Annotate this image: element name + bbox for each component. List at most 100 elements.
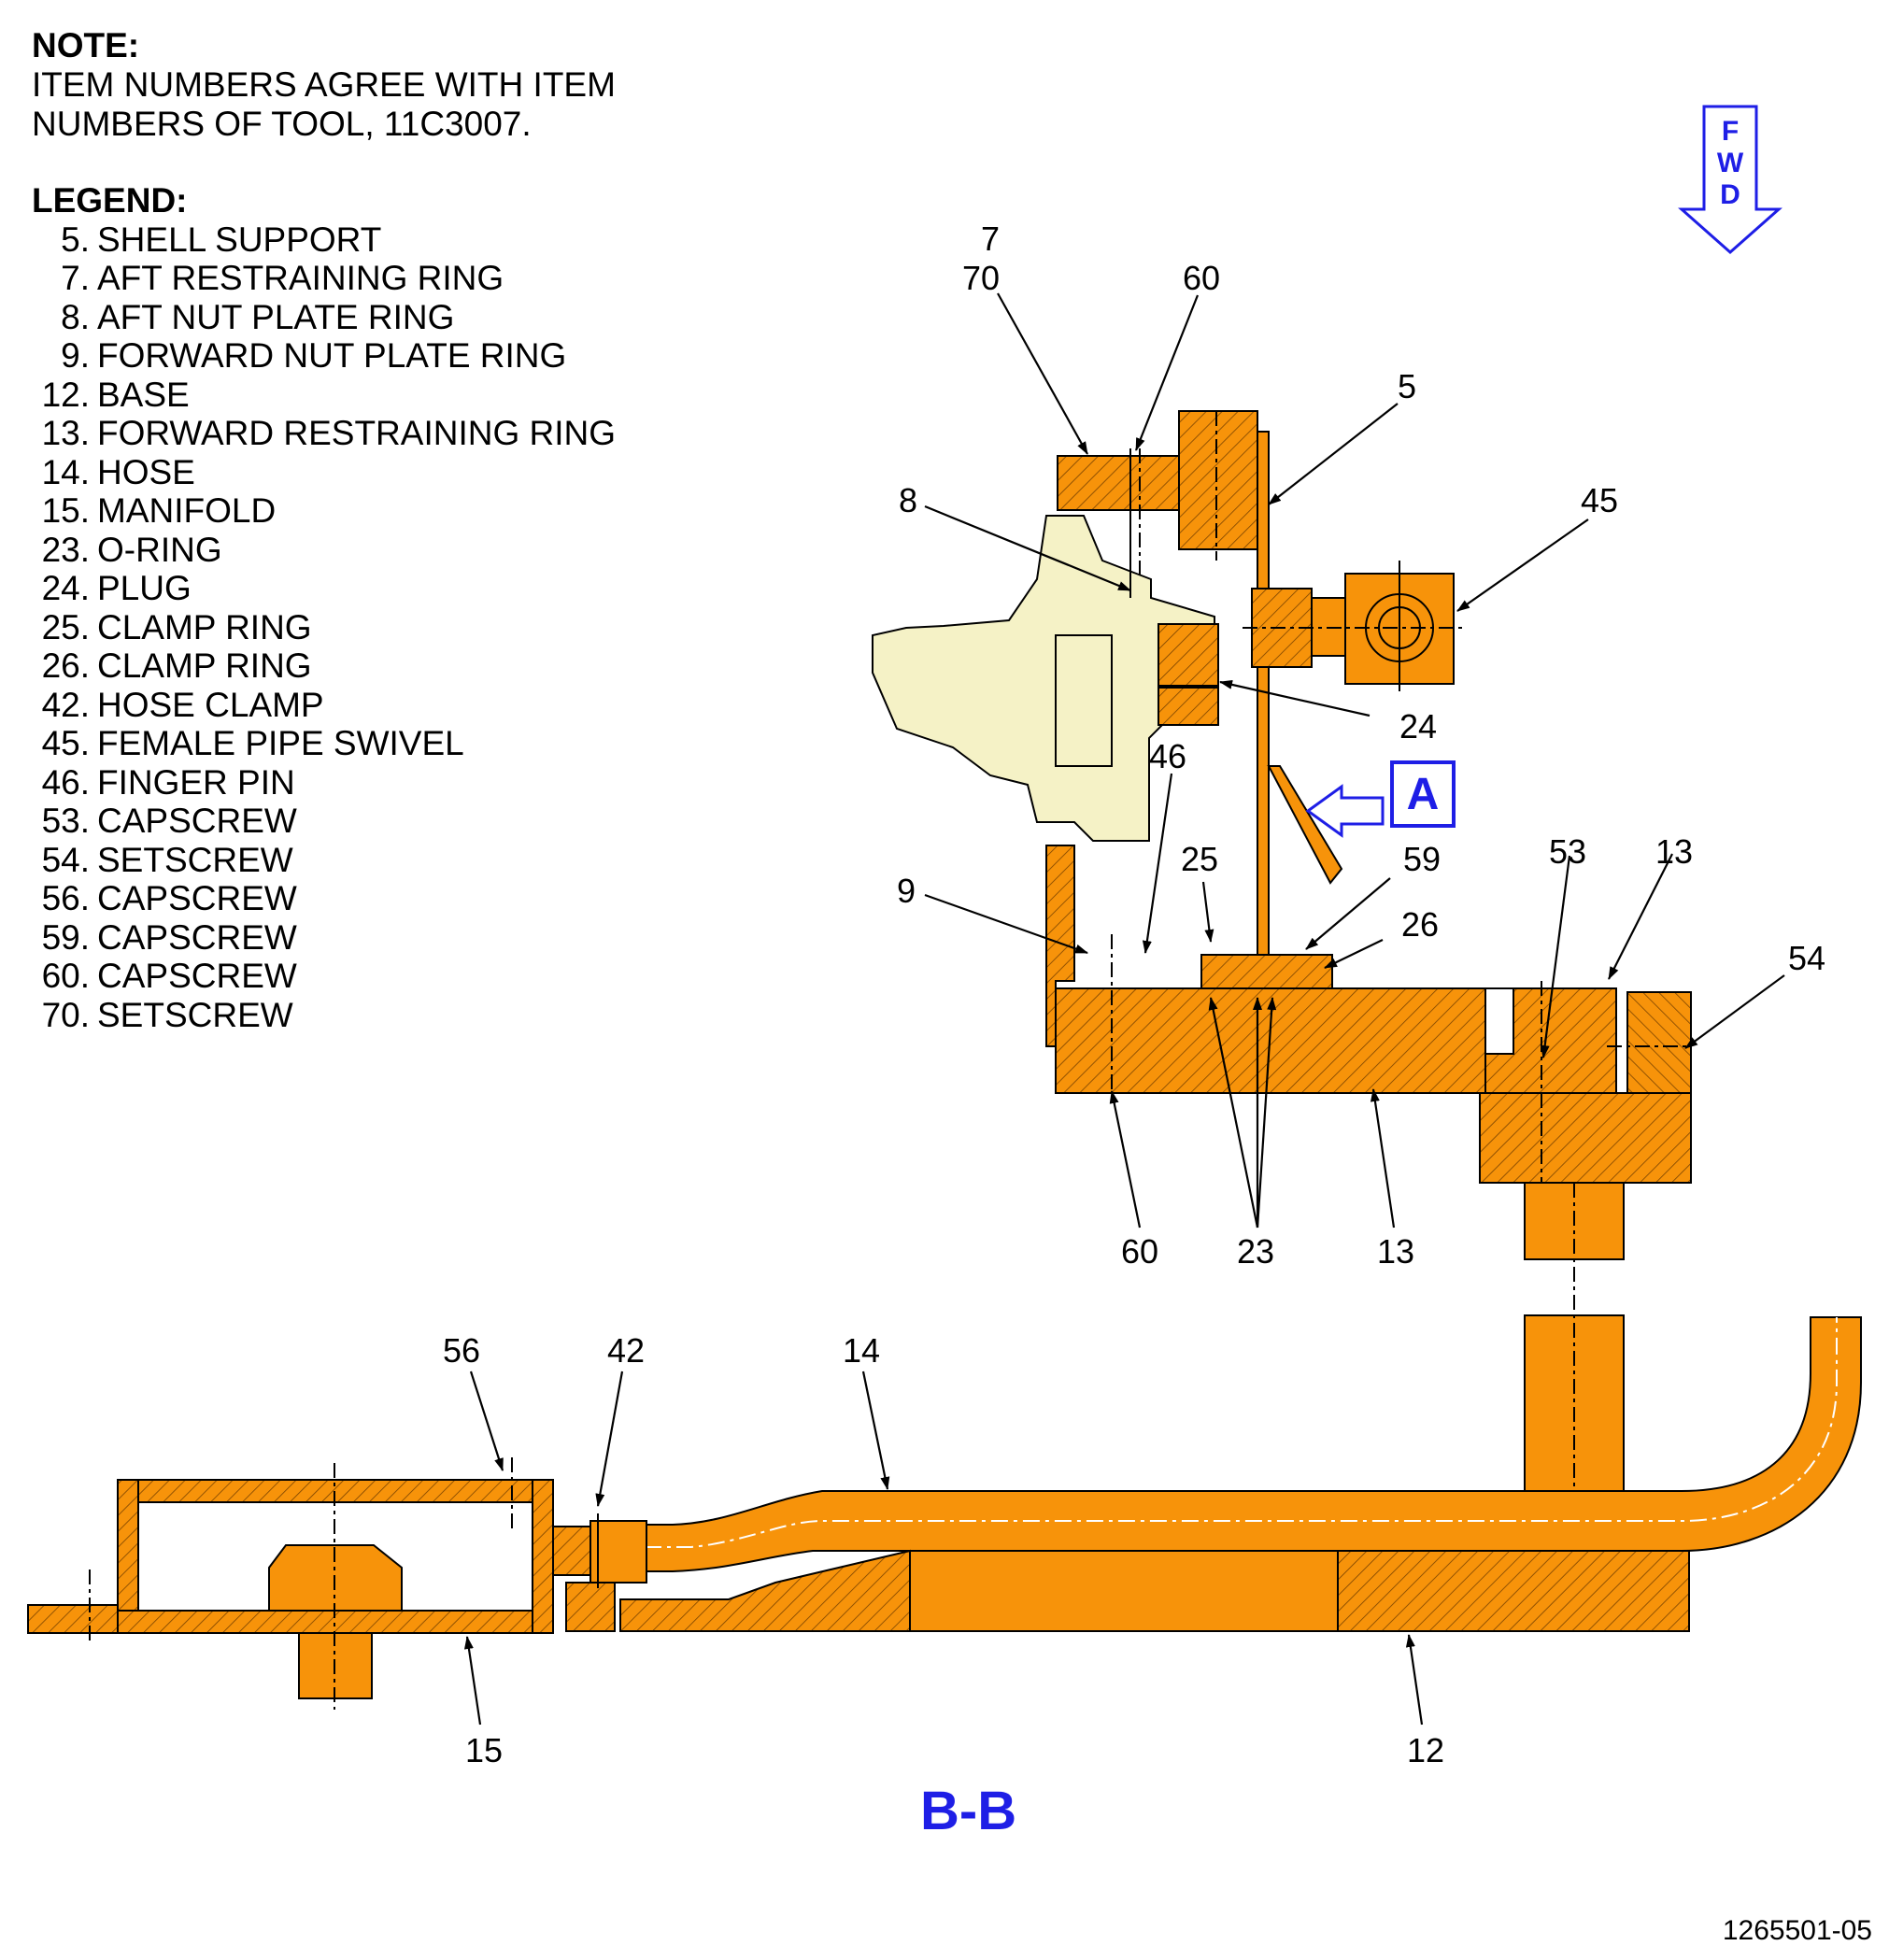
legend-item-number: 26. — [41, 646, 90, 685]
legend-item: 14.HOSE — [32, 453, 616, 492]
legend-item-text: SHELL SUPPORT — [97, 220, 382, 259]
legend-item-text: HOSE CLAMP — [97, 685, 324, 724]
legend-item: 7.AFT RESTRAINING RING — [32, 259, 616, 298]
legend-item-text: AFT RESTRAINING RING — [97, 259, 504, 297]
legend-item-text: O-RING — [97, 530, 222, 569]
drawing-number: 1265501-05 — [1722, 1915, 1872, 1946]
fwd-letter-w: W — [1717, 148, 1744, 178]
legend-item-number: 46. — [41, 762, 90, 802]
legend-item: 60.CAPSCREW — [32, 957, 616, 996]
callout-8: 8 — [899, 481, 917, 519]
callout-70: 70 — [962, 259, 1000, 297]
legend-item-text: FORWARD NUT PLATE RING — [97, 336, 567, 375]
legend-title: LEGEND: — [32, 181, 188, 220]
legend-item-number: 14. — [41, 452, 90, 491]
engine-casing — [872, 448, 1219, 1047]
legend-item-number: 70. — [41, 995, 90, 1034]
legend-item-number: 59. — [41, 917, 90, 957]
legend-item-text: FEMALE PIPE SWIVEL — [97, 724, 464, 762]
callout-12: 12 — [1407, 1731, 1444, 1769]
callout-45: 45 — [1581, 481, 1618, 519]
manifold — [27, 1457, 647, 1710]
legend-item-number: 23. — [41, 530, 90, 569]
fwd-letter-d: D — [1720, 179, 1740, 210]
legend-item-number: 24. — [41, 569, 90, 607]
legend-item-number: 25. — [41, 607, 90, 646]
legend-item: 15.MANIFOLD — [32, 491, 616, 531]
legend-item: 8.AFT NUT PLATE RING — [32, 298, 616, 337]
view-a-marker: A — [1305, 760, 1456, 838]
legend-item: 26.CLAMP RING — [32, 646, 616, 686]
callout-42: 42 — [607, 1331, 645, 1370]
legend-item-number: 13. — [41, 414, 90, 452]
note-line-1: ITEM NUMBERS AGREE WITH ITEM — [32, 65, 616, 104]
legend-item-number: 56. — [41, 879, 90, 917]
legend-item-number: 9. — [61, 336, 90, 375]
legend-item-number: 45. — [41, 724, 90, 762]
legend-item: 25.CLAMP RING — [32, 608, 616, 647]
callout-56: 56 — [443, 1331, 480, 1370]
vertical-pipe — [1524, 1182, 1625, 1579]
fwd-letter-f: F — [1722, 116, 1739, 147]
legend-item-text: AFT NUT PLATE RING — [97, 297, 455, 336]
leader-lines — [463, 292, 1785, 1726]
callout-9: 9 — [897, 872, 916, 910]
callout-24: 24 — [1399, 707, 1437, 746]
legend-item-text: CLAMP RING — [97, 607, 312, 646]
callout-60-top: 60 — [1183, 259, 1220, 297]
legend-item: 70.SETSCREW — [32, 996, 616, 1035]
callout-46: 46 — [1149, 737, 1186, 775]
callout-13-top: 13 — [1655, 832, 1693, 871]
legend-item-number: 60. — [41, 957, 90, 995]
legend-item: 23.O-RING — [32, 531, 616, 570]
callout-53: 53 — [1549, 832, 1586, 871]
legend-item-number: 54. — [41, 840, 90, 879]
callout-26: 26 — [1401, 905, 1439, 944]
legend-item-number: 5. — [61, 220, 90, 259]
callout-13-bottom: 13 — [1377, 1232, 1414, 1271]
legend-item: 54.SETSCREW — [32, 841, 616, 880]
aft-restraining-ring — [1057, 410, 1258, 607]
legend-item-text: FORWARD RESTRAINING RING — [97, 414, 617, 452]
section-label: B-B — [920, 1781, 1017, 1841]
legend-item-text: FINGER PIN — [97, 762, 295, 802]
fwd-arrow-icon: F W D — [1678, 105, 1782, 255]
legend-item: 24.PLUG — [32, 569, 616, 608]
forward-restraining-ring — [1055, 934, 1692, 1196]
legend-item-number: 15. — [41, 491, 90, 530]
legend-item: 56.CAPSCREW — [32, 879, 616, 918]
legend-item-text: CAPSCREW — [97, 879, 297, 917]
legend-item: 46.FINGER PIN — [32, 763, 616, 802]
legend-item: 13.FORWARD RESTRAINING RING — [32, 414, 616, 453]
legend-item-text: CLAMP RING — [97, 646, 312, 685]
note-block: NOTE: ITEM NUMBERS AGREE WITH ITEM NUMBE… — [32, 26, 616, 144]
legend-item-text: CAPSCREW — [97, 802, 297, 840]
legend-item: 12.BASE — [32, 376, 616, 415]
callout-7: 7 — [981, 220, 1000, 258]
legend-item-number: 42. — [41, 685, 90, 724]
legend-item: 42.HOSE CLAMP — [32, 686, 616, 725]
legend-item-text: CAPSCREW — [97, 957, 297, 995]
callout-54: 54 — [1788, 939, 1825, 977]
view-a-letter: A — [1407, 770, 1440, 819]
legend-item-text: BASE — [97, 375, 190, 414]
callout-numbers: 7 70 60 5 45 8 24 46 25 59 26 9 53 13 54… — [443, 220, 1825, 1769]
callout-23: 23 — [1237, 1232, 1274, 1271]
legend-item-number: 8. — [61, 297, 90, 336]
legend-item: 59.CAPSCREW — [32, 918, 616, 958]
base — [565, 1549, 1690, 1632]
callout-15: 15 — [465, 1731, 503, 1769]
legend-item-number: 12. — [41, 375, 90, 414]
note-line-2: NUMBERS OF TOOL, 11C3007. — [32, 105, 532, 143]
legend-item-text: MANIFOLD — [97, 491, 277, 530]
female-pipe-swivel — [1243, 561, 1467, 691]
legend-item-text: HOSE — [97, 452, 195, 491]
legend-item: 9.FORWARD NUT PLATE RING — [32, 336, 616, 376]
callout-14: 14 — [843, 1331, 880, 1370]
callout-60-bottom: 60 — [1121, 1232, 1158, 1271]
legend-item-number: 7. — [61, 259, 90, 297]
callout-25: 25 — [1181, 840, 1218, 878]
callout-5: 5 — [1398, 367, 1416, 405]
